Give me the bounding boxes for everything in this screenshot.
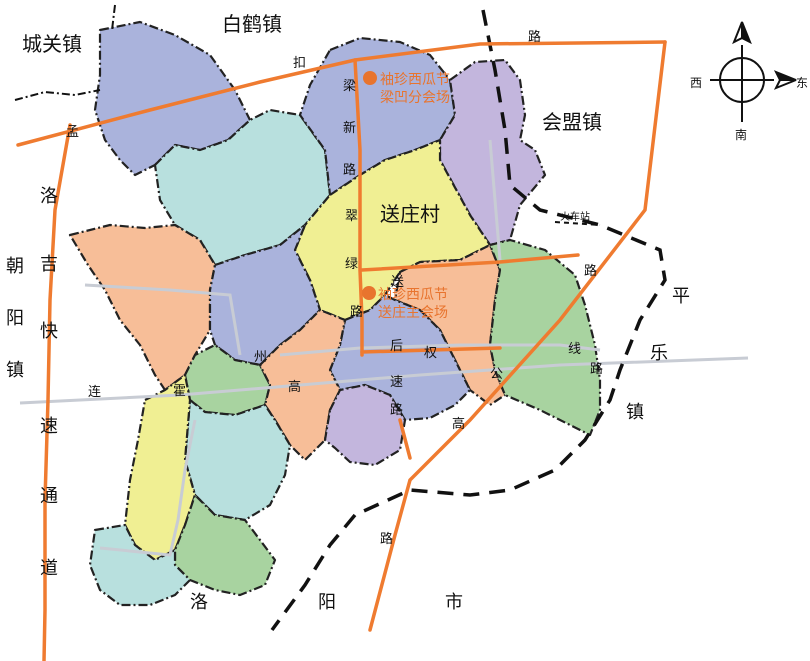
region-mid-blue <box>208 223 322 367</box>
road-gong: 公 <box>490 367 504 382</box>
road-hou: 后 <box>390 339 404 354</box>
road-quan: 权 <box>424 346 438 361</box>
venue-dot-liangao <box>363 71 377 85</box>
compass-east: 东 <box>796 76 809 90</box>
venue-liangao-line2: 梁凹分会场 <box>380 89 450 106</box>
road-gao: 高 <box>288 380 302 395</box>
road-lu-south: 路 <box>380 532 394 547</box>
road-lian: 连 <box>88 385 102 400</box>
venue-songzhuang: 袖珍西瓜节 送庄主会场 <box>378 287 448 322</box>
road-liangxin <box>353 58 364 357</box>
region-far-sw-cyan <box>88 523 192 607</box>
venue-liangao-line1: 袖珍西瓜节 <box>380 72 450 88</box>
road-cuilv-2: 绿 <box>345 257 359 272</box>
road-cuilv-1: 翠 <box>345 209 359 224</box>
road-zhou: 州 <box>254 350 268 365</box>
gray-lines <box>19 139 749 557</box>
town-baihe: 白鹤镇 <box>222 12 282 36</box>
road-gao-south: 高 <box>452 417 466 432</box>
station-line <box>554 221 601 226</box>
road-luoji-6: 道 <box>40 558 58 579</box>
road-label-lu-top: 路 <box>528 30 542 45</box>
road-mengkou <box>16 40 667 147</box>
region-south-purple <box>323 383 407 467</box>
town-chaoyang-2: 阳 <box>6 308 24 329</box>
town-pingle-1: 平 <box>672 286 690 307</box>
nw-boundary <box>14 4 116 101</box>
road-luoji-3: 快 <box>40 321 58 342</box>
road-east-connector <box>360 346 502 354</box>
venue-songzhuang-line1: 袖珍西瓜节 <box>378 287 448 303</box>
road-liangxin-1: 梁 <box>343 79 357 94</box>
road-liangxin-2: 新 <box>343 121 357 136</box>
orange-roads <box>16 40 667 661</box>
road-luoji-2: 吉 <box>40 254 58 275</box>
road-cuilv-lu: 路 <box>350 305 364 320</box>
town-huimeng: 会盟镇 <box>542 110 602 134</box>
compass-south: 南 <box>735 128 748 142</box>
road-luoji-1: 洛 <box>40 186 58 207</box>
venue-liangao: 袖珍西瓜节 梁凹分会场 <box>380 72 450 107</box>
town-luoyang-2: 阳 <box>318 592 336 613</box>
town-luoyang-1: 洛 <box>190 592 208 613</box>
road-songcui <box>360 253 580 272</box>
road-song: 送 <box>391 275 405 290</box>
train-station-label: 火车站 <box>560 212 590 223</box>
outer-boundaries <box>270 9 667 632</box>
town-chaoyang-3: 镇 <box>6 360 24 381</box>
compass-west: 西 <box>690 76 703 90</box>
road-lu-ne: 路 <box>584 264 598 279</box>
road-su: 速 <box>390 375 404 390</box>
road-huo: 霍 <box>173 384 187 399</box>
venue-songzhuang-line2: 送庄主会场 <box>378 304 448 321</box>
town-pingle-3: 镇 <box>626 402 644 423</box>
road-label-kou: 扣 <box>293 56 307 71</box>
road-south-link <box>398 418 412 460</box>
road-lu-mid: 路 <box>390 403 404 418</box>
compass <box>710 21 797 122</box>
road-luoji-4: 速 <box>40 416 58 437</box>
town-luoyang-3: 市 <box>445 592 463 613</box>
town-songzhuang: 送庄村 <box>380 202 440 226</box>
town-chaoyang-1: 朝 <box>6 256 24 277</box>
town-pingle-2: 乐 <box>650 343 668 364</box>
road-luoji-5: 通 <box>40 486 58 507</box>
road-east-diagonal <box>368 40 667 632</box>
road-label-meng: 孟 <box>66 125 80 140</box>
road-lu-east: 路 <box>590 362 604 377</box>
road-liangxin-3: 路 <box>343 163 357 178</box>
venue-dot-songzhuang <box>362 286 376 300</box>
road-xian: 线 <box>568 342 582 357</box>
town-chengguan: 城关镇 <box>22 32 82 56</box>
road-luoji <box>42 123 72 661</box>
